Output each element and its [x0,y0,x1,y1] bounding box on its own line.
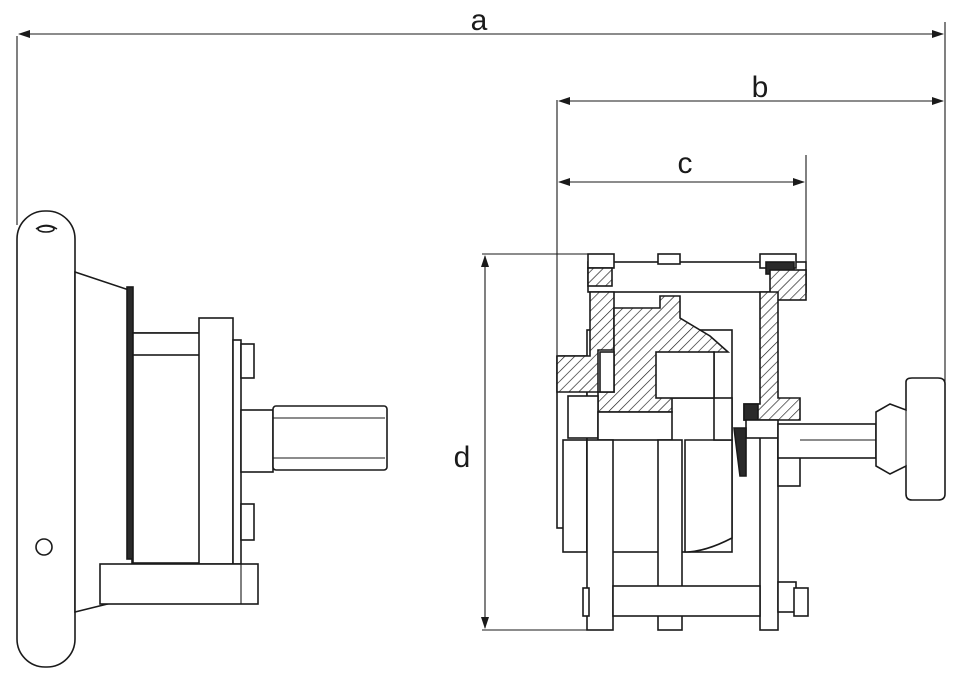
dimension-label-c: c [678,147,693,180]
handwheel-rim [16,210,76,668]
handwheel-side-view [16,210,388,668]
gear-unit-section-view [556,253,946,631]
handwheel-hub [74,270,133,614]
dimension-b: b [556,71,944,355]
wheel-pin-hole [35,538,53,556]
spindle [777,423,877,459]
bracket-section [743,291,801,421]
dimension-label-d: d [454,441,471,474]
shaft [240,409,274,473]
column-left [586,439,614,631]
dimension-c: c [558,147,807,262]
bottom-bar [612,585,761,617]
column-right [759,429,779,631]
base-foot [99,563,259,605]
dimension-label-b: b [752,71,769,104]
dimension-d: d [454,253,590,631]
t-handle-knob [875,377,946,501]
dimension-a: a [16,4,946,385]
dimension-label-a: a [471,4,488,37]
